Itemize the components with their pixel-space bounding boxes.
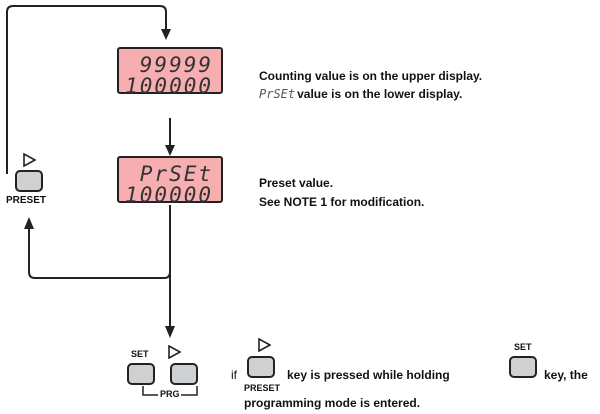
prg-label: PRG bbox=[160, 389, 180, 399]
if-text: if bbox=[231, 368, 237, 382]
instruction-text-1: key is pressed while holding bbox=[287, 368, 450, 382]
upper-display-value: 99999 bbox=[139, 53, 213, 77]
description-note: See NOTE 1 for modification. bbox=[259, 195, 425, 209]
counter-display: 99999 100000 bbox=[117, 47, 223, 98]
right-triangle-icon bbox=[258, 338, 271, 352]
lower-display-value: 100000 bbox=[125, 74, 213, 98]
description-counting: Counting value is on the upper display. bbox=[259, 69, 483, 83]
set-key-inline[interactable] bbox=[509, 356, 537, 378]
right-triangle-icon bbox=[23, 153, 36, 167]
description-preset-value: Preset value. bbox=[259, 176, 334, 190]
instruction-text-3: programming mode is entered. bbox=[244, 396, 421, 410]
upper-display-value: PrSEt bbox=[139, 162, 213, 186]
set-key[interactable] bbox=[127, 363, 155, 385]
preset-key-label: PRESET bbox=[6, 195, 47, 206]
right-triangle-icon bbox=[168, 345, 181, 359]
preset-segment-label: PrSEt bbox=[259, 87, 296, 101]
preset-key-bottom[interactable] bbox=[170, 363, 198, 385]
set-key-inline-label: SET bbox=[514, 342, 532, 352]
preset-key-inline-label: PRESET bbox=[244, 383, 281, 393]
set-key-label: SET bbox=[131, 349, 149, 359]
preset-key[interactable] bbox=[15, 170, 43, 192]
preset-display: PrSEt 100000 bbox=[117, 156, 223, 207]
instruction-text-2: key, the bbox=[544, 368, 588, 382]
description-preset-lower-text: value is on the lower display. bbox=[297, 87, 463, 101]
preset-key-inline[interactable] bbox=[247, 356, 275, 378]
lower-display-value: 100000 bbox=[125, 183, 213, 207]
